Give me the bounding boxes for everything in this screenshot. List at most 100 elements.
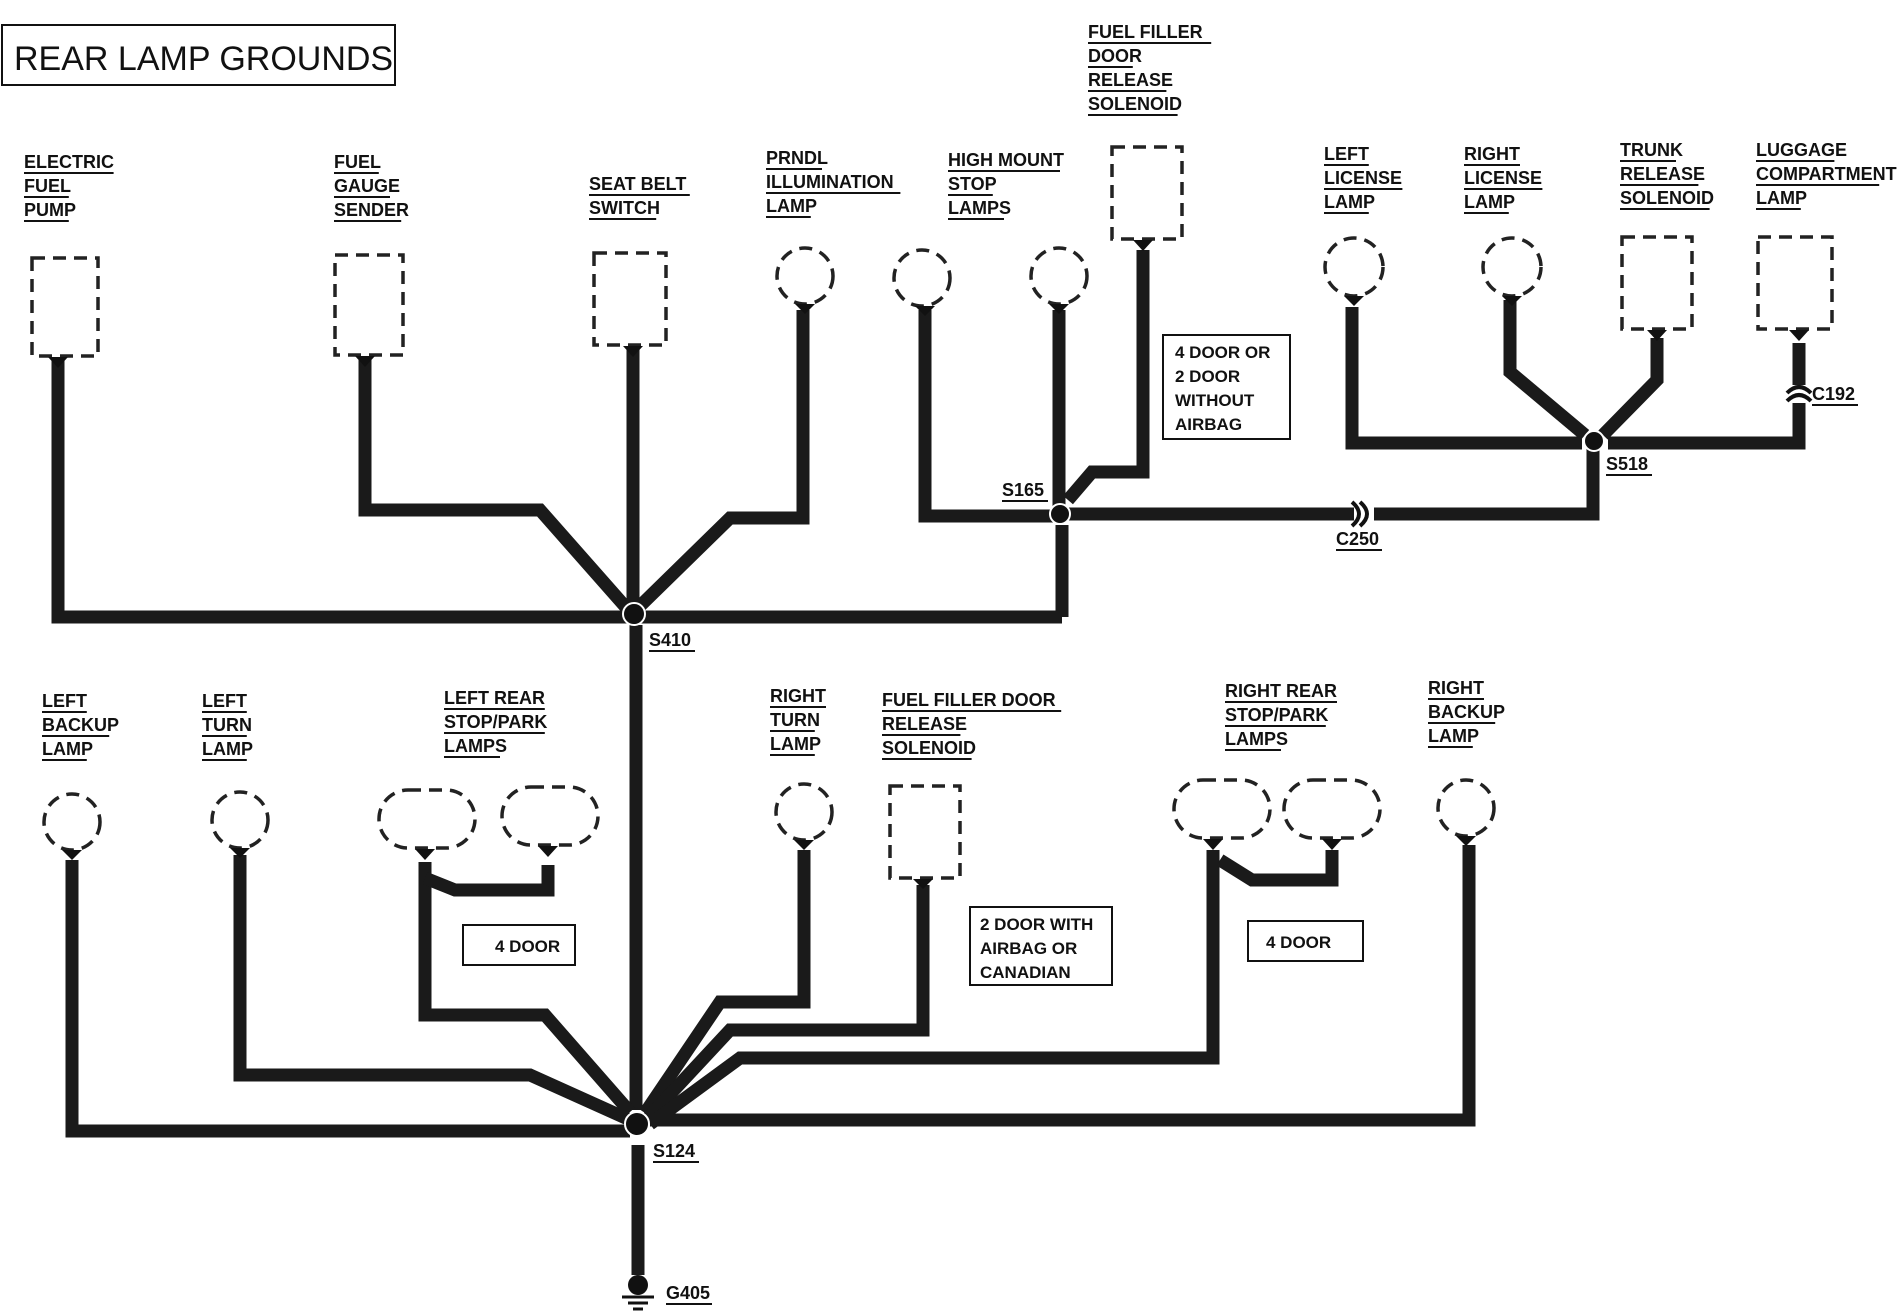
left-license-lamp-label-line-1: LEFT	[1324, 144, 1369, 164]
prndl-lamp-symbol	[775, 246, 835, 306]
page-title: REAR LAMP GROUNDS	[14, 40, 393, 78]
fuel-filler-door-release-solenoid-bottom-label-line-3: SOLENOID	[882, 738, 976, 758]
four-door-or-two-door-note-line-3: WITHOUT	[1175, 391, 1255, 410]
left-backup-lamp-label-line-3: LAMP	[42, 739, 93, 759]
trunk-release-solenoid-symbol	[1620, 235, 1694, 331]
fuel-filler-door-release-solenoid-top-label-line-4: SOLENOID	[1088, 94, 1182, 114]
left-turn-lamp-label-line-3: LAMP	[202, 739, 253, 759]
right-turn-lamp-label-line-1: RIGHT	[770, 686, 826, 706]
c192-label: C192	[1812, 384, 1855, 404]
fuel-filler-door-solenoid-bottom-symbol	[888, 784, 962, 880]
trunk-release-solenoid-label-line-3: SOLENOID	[1620, 188, 1714, 208]
right-rear-stop-park-lamps-label-line-2: STOP/PARK	[1225, 705, 1328, 725]
four-door-or-two-door-note-line-1: 4 DOOR OR	[1175, 343, 1270, 362]
high-mount-stop-lamps-label-line-2: STOP	[948, 174, 997, 194]
right-license-lamp-label-line-2: LICENSE	[1464, 168, 1542, 188]
splices	[622, 430, 1605, 1137]
high-mount-stop-lamps-label-line-1: HIGH MOUNT	[948, 150, 1064, 170]
fuel-gauge-sender-label-line-3: SENDER	[334, 200, 409, 220]
right-backup-lamp-symbol	[1436, 778, 1496, 838]
luggage-compartment-lamp-label-line-2: COMPARTMENT	[1756, 164, 1897, 184]
left-rear-stop-park-lamps-label-line-3: LAMPS	[444, 736, 507, 756]
fuel-gauge-sender-label-line-1: FUEL	[334, 152, 381, 172]
left-rear-stop-park-lamp-1-symbol	[377, 788, 477, 850]
four-door-or-two-door-note-box	[1162, 334, 1291, 440]
two-door-airbag-canadian-note-line-3: CANADIAN	[980, 963, 1071, 982]
electric-fuel-pump-label-line-3: PUMP	[24, 200, 76, 220]
left-backup-lamp-label-line-1: LEFT	[42, 691, 87, 711]
fuel-filler-door-solenoid-top-symbol	[1110, 145, 1184, 241]
four-door-right-note-box	[1247, 920, 1364, 962]
right-rear-stop-park-lamps-label-line-1: RIGHT REAR	[1225, 681, 1337, 701]
right-license-lamp-symbol	[1481, 236, 1543, 298]
s518-label: S518	[1606, 454, 1648, 474]
left-turn-lamp-symbol	[210, 790, 270, 850]
prndl-illumination-lamp-label-line-3: LAMP	[766, 196, 817, 216]
left-rear-stop-park-lamps-label-line-1: LEFT REAR	[444, 688, 545, 708]
left-license-lamp-label-line-2: LICENSE	[1324, 168, 1402, 188]
right-backup-lamp-label-line-1: RIGHT	[1428, 678, 1484, 698]
fuel-filler-door-release-solenoid-top-label-line-2: DOOR	[1088, 46, 1142, 66]
right-turn-lamp-symbol	[774, 782, 834, 842]
s410-label: S410	[649, 630, 691, 650]
right-turn-lamp-label-line-2: TURN	[770, 710, 820, 730]
four-door-or-two-door-note-line-4: AIRBAG	[1175, 415, 1242, 434]
s165-splice	[1049, 503, 1071, 525]
fuel-gauge-sender-symbol	[333, 253, 405, 357]
right-turn-lamp-label-line-3: LAMP	[770, 734, 821, 754]
right-rear-stop-park-lamp-1-symbol	[1172, 778, 1272, 840]
fuel-filler-door-release-solenoid-bottom-label-line-2: RELEASE	[882, 714, 967, 734]
prndl-illumination-lamp-label-line-2: ILLUMINATION	[766, 172, 894, 192]
fuel-filler-door-release-solenoid-top-label-line-1: FUEL FILLER	[1088, 22, 1203, 42]
terminal-ticks	[48, 240, 1809, 889]
right-license-lamp-label-line-1: RIGHT	[1464, 144, 1520, 164]
right-rear-stop-park-lamp-2-symbol	[1282, 778, 1382, 840]
left-license-lamp-label-line-3: LAMP	[1324, 192, 1375, 212]
four-door-or-two-door-note-line-2: 2 DOOR	[1175, 367, 1240, 386]
connectors	[1350, 385, 1813, 528]
high-mount-stop-lamp-right-symbol	[1029, 246, 1089, 306]
s165-label: S165	[1002, 480, 1044, 500]
four-door-left-note-box	[462, 924, 576, 966]
two-door-airbag-canadian-note-line-1: 2 DOOR WITH	[980, 915, 1093, 934]
electric-fuel-pump-label-line-1: ELECTRIC	[24, 152, 114, 172]
left-turn-lamp-label-line-1: LEFT	[202, 691, 247, 711]
seat-belt-switch-symbol	[592, 251, 668, 347]
seat-belt-switch-label-line-1: SEAT BELT	[589, 174, 686, 194]
four-door-right-note-line-1: 4 DOOR	[1266, 933, 1331, 952]
left-license-lamp-symbol	[1323, 236, 1385, 298]
left-backup-lamp-label-line-2: BACKUP	[42, 715, 119, 735]
g405-label: G405	[666, 1283, 710, 1303]
right-license-lamp-label-line-3: LAMP	[1464, 192, 1515, 212]
high-mount-stop-lamp-left-symbol	[892, 248, 952, 308]
s124-splice	[624, 1111, 650, 1137]
left-backup-lamp-symbol	[42, 792, 102, 852]
left-rear-stop-park-lamp-2-symbol	[500, 785, 600, 847]
prndl-illumination-lamp-label-line-1: PRNDL	[766, 148, 828, 168]
luggage-compartment-lamp-label-line-3: LAMP	[1756, 188, 1807, 208]
right-rear-stop-park-lamps-label-line-3: LAMPS	[1225, 729, 1288, 749]
components	[30, 145, 1834, 880]
electric-fuel-pump-label-line-2: FUEL	[24, 176, 71, 196]
two-door-airbag-canadian-note-box	[969, 906, 1113, 986]
left-rear-stop-park-lamps-label-line-2: STOP/PARK	[444, 712, 547, 732]
high-mount-stop-lamps-label-line-3: LAMPS	[948, 198, 1011, 218]
left-turn-lamp-label-line-2: TURN	[202, 715, 252, 735]
c192-connector-symbol	[1785, 385, 1813, 395]
two-door-airbag-canadian-note-line-2: AIRBAG OR	[980, 939, 1077, 958]
right-backup-lamp-label-line-2: BACKUP	[1428, 702, 1505, 722]
four-door-left-note-line-1: 4 DOOR	[495, 937, 560, 956]
c250-connector-symbol	[1350, 500, 1361, 528]
s410-splice	[622, 602, 646, 626]
seat-belt-switch-label-line-2: SWITCH	[589, 198, 660, 218]
ground-symbol	[622, 1275, 654, 1311]
title-block: REAR LAMP GROUNDS	[1, 24, 396, 86]
c250-label: C250	[1336, 529, 1379, 549]
trunk-release-solenoid-label-line-2: RELEASE	[1620, 164, 1705, 184]
ground-wires	[51, 250, 1806, 1275]
fuel-filler-door-release-solenoid-bottom-label-line-1: FUEL FILLER DOOR	[882, 690, 1056, 710]
notes: 4 DOOR OR 2 DOOR WITHOUT AIRBAG 4 DOOR 2 DOOR…	[462, 334, 1364, 986]
